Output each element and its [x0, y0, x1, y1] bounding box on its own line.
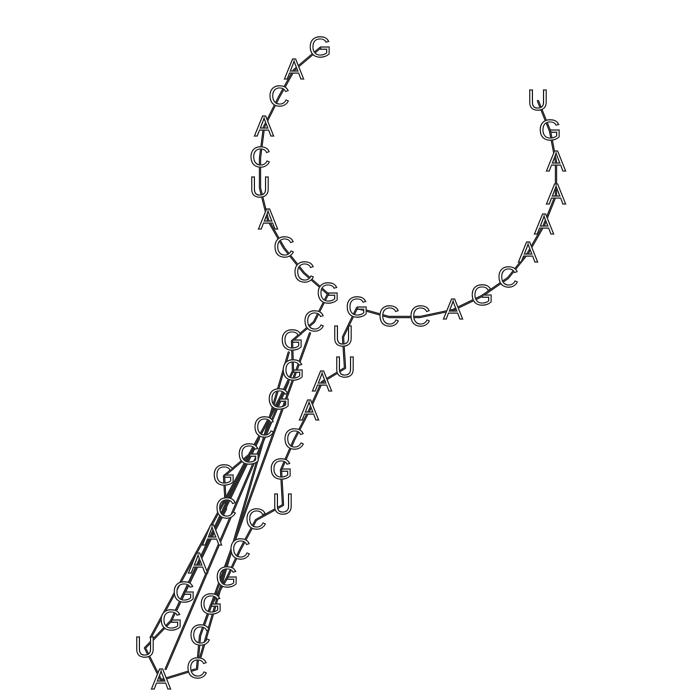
nucleotide-label: C [246, 504, 267, 536]
nucleotide-label: A [188, 548, 208, 580]
nucleotide-label: G [471, 280, 494, 312]
nucleotide-label: A [151, 664, 171, 696]
nucleotide-label: G [282, 355, 305, 387]
nucleotide-label: C [284, 424, 305, 456]
nucleotide-label: A [312, 366, 332, 398]
nucleotide-label: A [202, 520, 222, 552]
nucleotide-label: C [410, 301, 431, 333]
nucleotide-label: G [238, 439, 261, 471]
nucleotide-label: U [273, 489, 294, 521]
nucleotide-label: C [187, 653, 208, 685]
nucleotide-label: C [216, 493, 237, 525]
nucleotide-label: A [546, 146, 566, 178]
nucleotide-label: A [299, 395, 319, 427]
nucleotide-label: C [254, 412, 275, 444]
nucleotide-label: C [230, 534, 251, 566]
nucleotide-label: A [254, 111, 274, 143]
nucleotide-label: C [274, 232, 295, 264]
nucleotide-label: U [250, 172, 271, 204]
nucleotide-label: C [190, 620, 211, 652]
nucleotide-label: G [268, 384, 291, 416]
nucleotide-label: U [333, 321, 354, 353]
nucleotide-label: G [200, 589, 223, 621]
nucleotide-label: C [498, 262, 519, 294]
nucleotide-label: U [135, 632, 156, 664]
nucleotide-label: A [518, 237, 538, 269]
nucleotide-label: G [173, 577, 196, 609]
nucleotide-label: G [213, 460, 236, 492]
nucleotide-label: G [309, 32, 332, 64]
nucleotide-label: G [317, 278, 340, 310]
nucleotide-label: A [534, 209, 554, 241]
nucleotide-label: C [269, 81, 290, 113]
nucleotide-label: G [216, 562, 239, 594]
backbone-line [143, 46, 558, 682]
nucleotide-label: G [539, 115, 562, 147]
base-pair-bond [199, 351, 290, 659]
base-pair-bond [164, 380, 290, 671]
nucleotide-label: A [284, 54, 304, 86]
nucleotide-label: G [270, 454, 293, 486]
nucleotide-label: A [258, 204, 278, 236]
nucleotide-label: C [250, 142, 271, 174]
base-pair-bond [202, 332, 312, 626]
nucleotide-label: C [304, 306, 325, 338]
nucleotide-label: A [546, 179, 566, 211]
nucleotide-label: U [335, 352, 356, 384]
nucleotide-label: C [379, 301, 400, 333]
nucleotide-label: G [160, 605, 183, 637]
nucleotide-label: C [294, 257, 315, 289]
nucleotide-label: A [443, 294, 463, 326]
nucleotide-label: G [281, 325, 304, 357]
nucleotide-label: G [346, 292, 369, 324]
nucleotide-label: U [528, 85, 549, 117]
